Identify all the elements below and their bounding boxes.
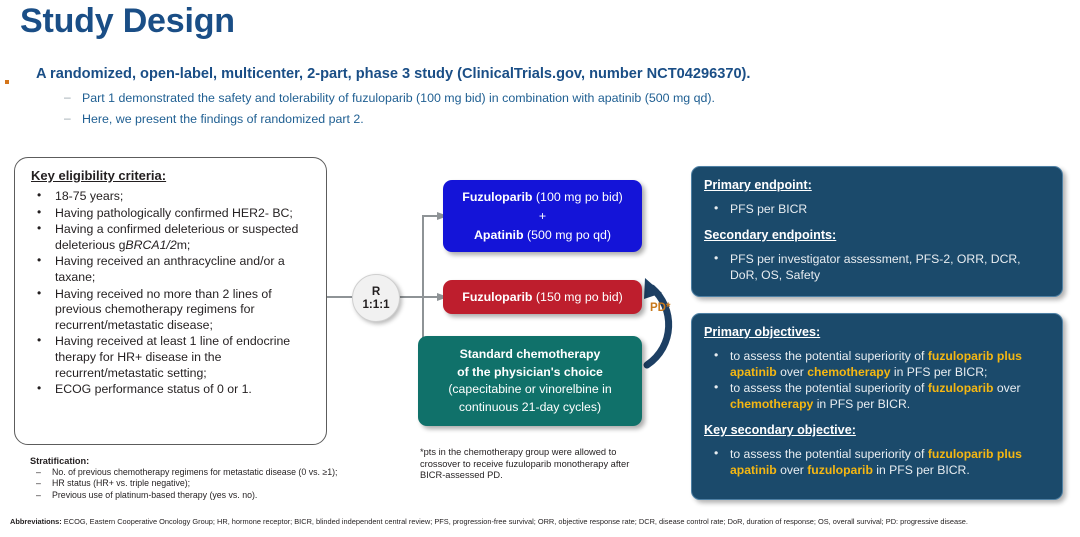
dash-bullet-icon-1: – xyxy=(64,90,71,104)
key-secondary-objective-list: to assess the potential superiority of f… xyxy=(704,445,1050,478)
abbreviations-label: Abbreviations: xyxy=(10,517,62,526)
arm-c-line-1: Standard chemotherapy xyxy=(460,346,601,364)
secondary-endpoint-list: PFS per investigator assessment, PFS-2, … xyxy=(704,250,1050,283)
randomization-node: R 1:1:1 xyxy=(352,274,400,322)
eligibility-criteria-box: Key eligibility criteria: 18-75 years; H… xyxy=(14,157,327,445)
primary-endpoint-heading: Primary endpoint: xyxy=(704,178,812,192)
obj3-text-2: over xyxy=(776,463,808,477)
abbreviations-text: ECOG, Eastern Cooperative Oncology Group… xyxy=(61,517,968,526)
list-item: to assess the potential superiority of f… xyxy=(704,379,1050,412)
eligibility-brca-post: m; xyxy=(176,237,191,252)
list-item: Having pathologically confirmed HER2- BC… xyxy=(29,205,321,222)
eligibility-list: 18-75 years; Having pathologically confi… xyxy=(29,188,321,399)
list-item: Having a confirmed deleterious or suspec… xyxy=(29,221,321,253)
primary-objectives-heading: Primary objectives: xyxy=(704,325,821,339)
arm-c-line-4: continuous 21-day cycles) xyxy=(458,399,602,414)
obj2-text-2: over xyxy=(993,381,1021,395)
study-subline-2: Here, we present the findings of randomi… xyxy=(82,112,364,126)
stratification-section: Stratification: No. of previous chemothe… xyxy=(30,456,390,502)
list-item: No. of previous chemotherapy regimens fo… xyxy=(30,467,390,479)
arm-a-line-1: Fuzuloparib (100 mg po bid) xyxy=(462,188,622,207)
arm-a-drug-1: Fuzuloparib xyxy=(462,189,533,204)
lead-bullet-square-icon xyxy=(5,80,9,84)
list-item: ECOG performance status of 0 or 1. xyxy=(29,381,321,398)
list-item: to assess the potential superiority of f… xyxy=(704,347,1050,380)
arm-a-drug-2: Apatinib xyxy=(473,227,524,242)
study-subline-1: Part 1 demonstrated the safety and toler… xyxy=(82,91,715,105)
dash-bullet-icon-2: – xyxy=(64,111,71,125)
randomization-letter: R xyxy=(371,285,381,298)
objectives-panel: Primary objectives: to assess the potent… xyxy=(691,313,1063,500)
list-item: HR status (HR+ vs. triple negative); xyxy=(30,478,390,490)
obj1-highlight-1: fuzuloparib plus apatinib xyxy=(730,349,1022,379)
arm-a-line-2: Apatinib (500 mg po qd) xyxy=(474,226,611,245)
obj3-highlight-2: fuzuloparib xyxy=(807,463,873,477)
crossover-footnote: *pts in the chemotherapy group were allo… xyxy=(420,447,630,481)
obj2-highlight-1: fuzuloparib xyxy=(927,381,994,395)
obj1-highlight-2: chemotherapy xyxy=(807,365,891,379)
arm-b-drug: Fuzuloparib xyxy=(462,290,533,304)
treatment-arm-combination: Fuzuloparib (100 mg po bid) + Apatinib (… xyxy=(443,180,642,252)
treatment-arm-monotherapy: Fuzuloparib (150 mg po bid) xyxy=(443,280,642,314)
key-secondary-objective-heading: Key secondary objective: xyxy=(704,423,856,437)
list-item: Previous use of platinum-based therapy (… xyxy=(30,490,390,502)
obj3-text-3: in PFS per BICR. xyxy=(872,463,970,477)
eligibility-brca-gene: BRCA1/2 xyxy=(125,237,177,252)
eligibility-brca-pre: Having a confirmed deleterious or suspec… xyxy=(55,222,299,252)
arm-b-line: Fuzuloparib (150 mg po bid) xyxy=(462,290,622,304)
primary-objectives-list: to assess the potential superiority of f… xyxy=(704,347,1050,412)
obj3-text-1: to assess the potential superiority of xyxy=(730,447,928,461)
list-item: PFS per investigator assessment, PFS-2, … xyxy=(704,250,1050,283)
list-item: Having received an anthracycline and/or … xyxy=(29,253,321,285)
list-item: Having received at least 1 line of endoc… xyxy=(29,333,321,381)
secondary-endpoints-heading: Secondary endpoints: xyxy=(704,228,837,242)
arm-c-title-2: of the physician's choice xyxy=(457,364,603,379)
list-item: 18-75 years; xyxy=(29,188,321,205)
arm-a-plus-symbol: + xyxy=(538,208,547,223)
endpoints-panel: Primary endpoint: PFS per BICR Secondary… xyxy=(691,166,1063,297)
obj1-text-3: in PFS per BICR; xyxy=(890,365,988,379)
obj2-text-3: in PFS per BICR. xyxy=(813,397,911,411)
arm-c-title-1: Standard chemotherapy xyxy=(459,347,601,361)
obj3-highlight-1: fuzuloparib plus apatinib xyxy=(730,447,1022,477)
arm-b-dose: (150 mg po bid) xyxy=(532,290,623,304)
obj1-text-1: to assess the potential superiority of xyxy=(730,349,928,363)
list-item: Having received no more than 2 lines of … xyxy=(29,286,321,334)
list-item: to assess the potential superiority of f… xyxy=(704,445,1050,478)
abbreviations-footer: Abbreviations: ECOG, Eastern Cooperative… xyxy=(10,517,1070,527)
primary-endpoint-list: PFS per BICR xyxy=(704,200,1050,217)
obj2-text-1: to assess the potential superiority of xyxy=(730,381,928,395)
list-item: PFS per BICR xyxy=(704,200,1050,217)
obj1-text-2: over xyxy=(776,365,808,379)
arm-a-dose-1: (100 mg po bid) xyxy=(532,189,623,204)
stratification-heading: Stratification: xyxy=(30,456,90,466)
treatment-arm-chemotherapy: Standard chemotherapy of the physician's… xyxy=(418,336,642,426)
randomization-ratio: 1:1:1 xyxy=(362,298,390,311)
arm-c-line-2: of the physician's choice xyxy=(457,364,603,382)
page-title: Study Design xyxy=(20,2,235,40)
arm-c-line-3: (capecitabine or vinorelbine in xyxy=(448,382,612,396)
arm-a-dose-2: (500 mg po qd) xyxy=(523,227,612,242)
eligibility-heading: Key eligibility criteria: xyxy=(31,168,167,183)
progressive-disease-label: PD* xyxy=(650,302,671,314)
study-summary-line: A randomized, open-label, multicenter, 2… xyxy=(36,66,751,82)
obj2-highlight-2: chemotherapy xyxy=(730,397,814,411)
stratification-list: No. of previous chemotherapy regimens fo… xyxy=(30,467,390,502)
